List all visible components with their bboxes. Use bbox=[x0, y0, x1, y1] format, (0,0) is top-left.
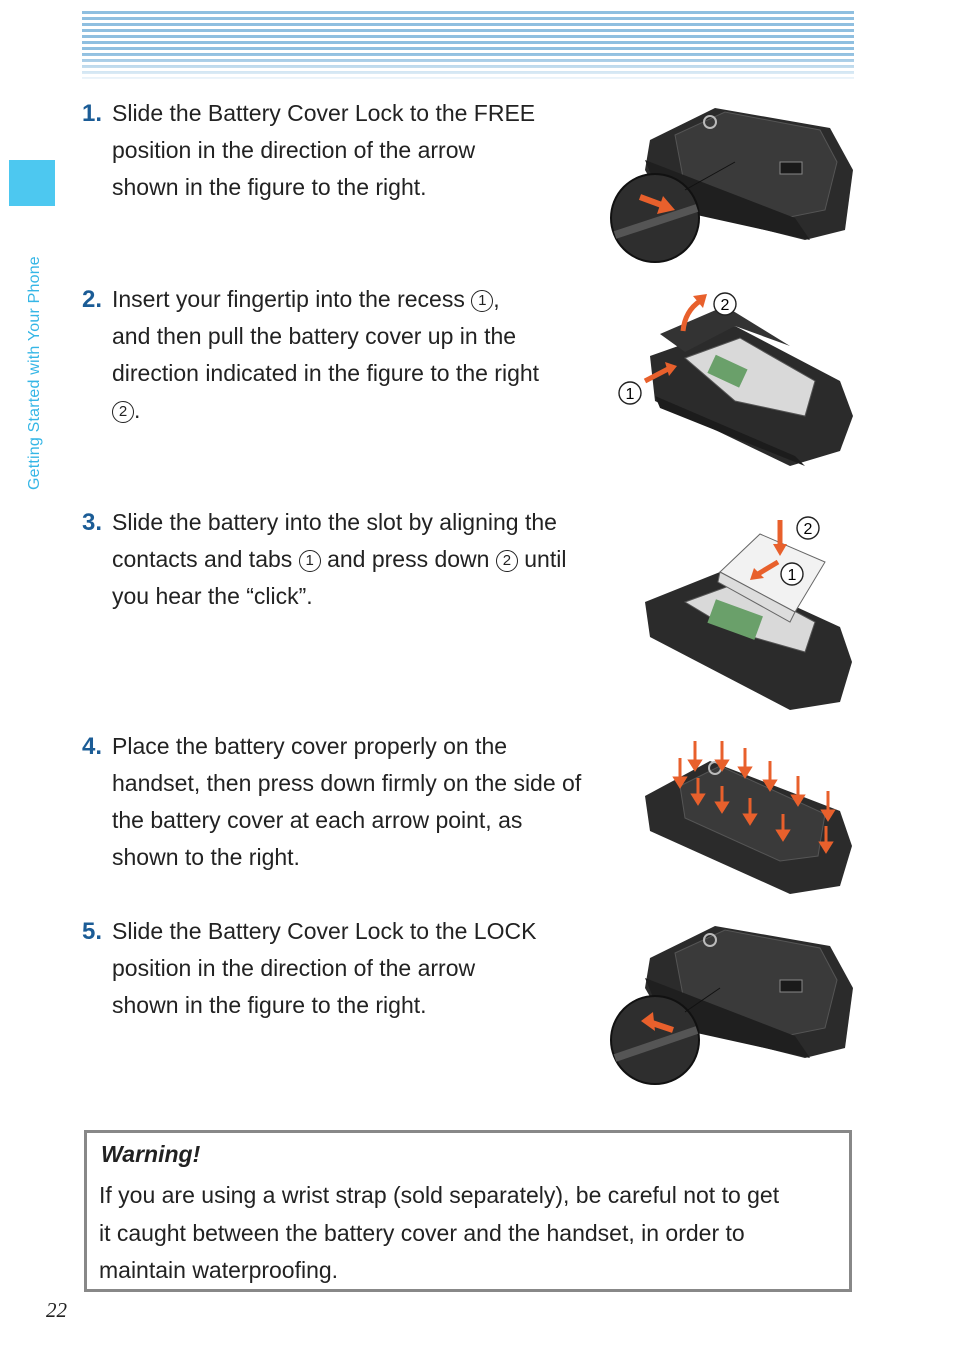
text-span: until bbox=[517, 546, 567, 572]
step-2: 2. Insert your fingertip into the recess… bbox=[82, 281, 622, 441]
step-line: you hear the “click”. bbox=[112, 583, 313, 609]
callout-label: 2 bbox=[804, 521, 813, 538]
step-line: Slide the Battery Cover Lock to the FREE bbox=[112, 100, 536, 126]
step-3: 3. Slide the battery into the slot by al… bbox=[82, 504, 622, 624]
step-text: Slide the Battery Cover Lock to the LOCK… bbox=[112, 913, 632, 1024]
step-line: position in the direction of the arrow bbox=[112, 137, 476, 163]
callout-1: 1 bbox=[780, 562, 804, 586]
callout-label: 1 bbox=[788, 567, 797, 584]
step-line: Place the battery cover properly on the bbox=[112, 733, 508, 759]
figure-press-cover bbox=[645, 741, 852, 894]
step-5: 5. Slide the Battery Cover Lock to the L… bbox=[82, 913, 622, 1033]
lock-inset bbox=[610, 987, 721, 1085]
figure-remove-cover: 2 1 bbox=[618, 292, 853, 466]
text-span: and press down bbox=[320, 546, 496, 572]
step-text: Slide the Battery Cover Lock to the FREE… bbox=[112, 95, 632, 206]
arrow-icon bbox=[638, 194, 675, 214]
callout-2: 2 bbox=[713, 292, 737, 316]
step-number: 3. bbox=[82, 509, 103, 536]
step-line: shown to the right. bbox=[112, 844, 300, 870]
step-text: Place the battery cover properly on the … bbox=[112, 728, 632, 876]
page-number: 22 bbox=[46, 1298, 67, 1322]
figure-lock-cover bbox=[610, 926, 853, 1085]
circled-number: 1 bbox=[471, 290, 494, 312]
step-line: and then pull the battery cover up in th… bbox=[112, 323, 517, 349]
warning-line: If you are using a wrist strap (sold sep… bbox=[99, 1182, 780, 1208]
circled-number: 2 bbox=[112, 401, 134, 423]
arrow-icon bbox=[643, 294, 707, 384]
figure-insert-battery: 2 1 bbox=[645, 516, 852, 710]
circled-number: 1 bbox=[298, 550, 321, 572]
step-line: Slide the battery into the slot by align… bbox=[112, 509, 557, 535]
warning-box: Warning! If you are using a wrist strap … bbox=[84, 1130, 852, 1292]
header-band bbox=[82, 11, 854, 79]
warning-line: it caught between the battery cover and … bbox=[99, 1219, 745, 1246]
text-span: , bbox=[493, 286, 500, 312]
figure-unlock-cover bbox=[610, 108, 853, 263]
phone-image bbox=[650, 306, 853, 466]
step-line: Insert your fingertip into the recess 1, bbox=[112, 281, 632, 318]
step-line: direction indicated in the figure to the… bbox=[112, 360, 540, 386]
arrow-icon bbox=[641, 1012, 674, 1033]
text-span: Insert your fingertip into the recess bbox=[112, 286, 472, 312]
warning-line: maintain waterproofing. bbox=[99, 1257, 339, 1283]
callout-1: 1 bbox=[618, 381, 642, 405]
phone-image bbox=[645, 572, 852, 710]
step-1: 1. Slide the Battery Cover Lock to the F… bbox=[82, 95, 622, 215]
callout-label: 2 bbox=[721, 297, 730, 314]
circled-number: 2 bbox=[495, 550, 518, 572]
chapter-label: Getting Started with Your Phone bbox=[26, 256, 43, 490]
step-4: 4. Place the battery cover properly on t… bbox=[82, 728, 622, 888]
step-line: position in the direction of the arrow bbox=[112, 955, 476, 981]
step-line: contacts and tabs 1 and press down 2 unt… bbox=[112, 541, 632, 578]
step-line: shown in the figure to the right. bbox=[112, 992, 427, 1018]
step-text: Insert your fingertip into the recess 1,… bbox=[112, 281, 632, 429]
arrow-icon bbox=[750, 520, 787, 580]
battery-image bbox=[717, 533, 826, 623]
lock-inset bbox=[610, 161, 736, 263]
step-line: Slide the Battery Cover Lock to the LOCK bbox=[112, 918, 537, 944]
step-line: 2. bbox=[112, 392, 632, 429]
warning-title: Warning! bbox=[101, 1141, 201, 1167]
step-number: 4. bbox=[82, 733, 103, 760]
phone-image bbox=[645, 926, 853, 1058]
arrow-icon bbox=[672, 741, 836, 854]
text-span: contacts and tabs bbox=[112, 546, 299, 572]
step-line: shown in the figure to the right. bbox=[112, 174, 427, 200]
text-span: . bbox=[134, 397, 141, 423]
step-line: the battery cover at each arrow point, a… bbox=[112, 807, 523, 833]
callout-label: 1 bbox=[626, 386, 635, 403]
step-text: Slide the battery into the slot by align… bbox=[112, 504, 632, 615]
step-line: handset, then press down firmly on the s… bbox=[112, 770, 582, 796]
chapter-tab bbox=[9, 160, 55, 206]
warning-text: If you are using a wrist strap (sold sep… bbox=[99, 1177, 839, 1290]
step-number: 1. bbox=[82, 100, 103, 127]
step-number: 2. bbox=[82, 286, 103, 313]
step-number: 5. bbox=[82, 918, 103, 945]
callout-2: 2 bbox=[796, 516, 820, 540]
